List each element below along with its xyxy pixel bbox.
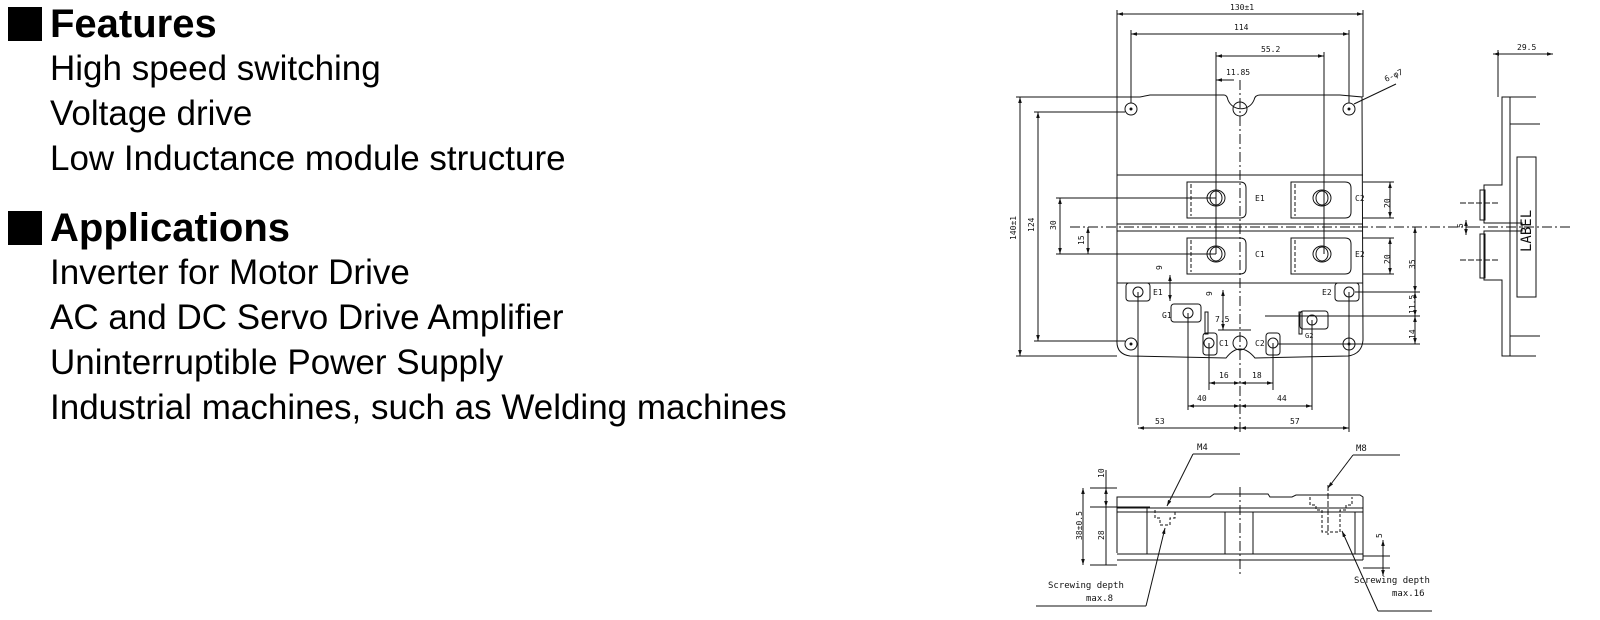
terminal-label: C1 xyxy=(1219,339,1229,348)
side-view: LABEL 29.5 5 xyxy=(1456,43,1570,357)
dim-label: 38±0.5 xyxy=(1075,511,1084,540)
dim-label: 20 xyxy=(1383,198,1392,208)
terminal-side xyxy=(1479,233,1486,279)
top-view: E1 C2 C1 E2 E1 G1 C1 C2 E2 G2 130±1 114 … xyxy=(1009,3,1470,432)
terminal-label: E2 xyxy=(1355,250,1365,259)
feature-item: High speed switching xyxy=(50,49,381,88)
dim-label: 5 xyxy=(1375,533,1384,538)
aux-terminal-g2 xyxy=(1299,310,1329,330)
dim-label: 16 xyxy=(1219,371,1229,380)
applications-heading: Applications xyxy=(8,206,787,250)
terminal-label: E2 xyxy=(1322,288,1332,297)
dim-label: 18 xyxy=(1252,371,1262,380)
m8-thread xyxy=(1309,497,1353,533)
dim-label: 30 xyxy=(1049,220,1058,230)
dim-label: 5 xyxy=(1456,223,1465,228)
dim-label: 11.85 xyxy=(1226,68,1250,77)
square-bullet-icon xyxy=(8,7,42,41)
terminal-label: G1 xyxy=(1162,311,1172,320)
screw-depth-note: Screwing depth xyxy=(1354,576,1430,586)
dim-label: 35 xyxy=(1408,259,1417,269)
features-section: Features High speed switching Voltage dr… xyxy=(8,2,566,181)
hole-callout: 6-φ7 xyxy=(1383,67,1404,83)
dim-label: 44 xyxy=(1277,394,1287,403)
front-view: 38±0.5 10 28 5 M4 M8 Screwing depth max.… xyxy=(1036,443,1432,612)
dim-label: 114 xyxy=(1234,23,1249,32)
dim-label: 29.5 xyxy=(1517,43,1536,52)
aux-terminal-c1 xyxy=(1202,332,1218,356)
aux-terminal-g1 xyxy=(1170,303,1202,323)
main-terminal-e2 xyxy=(1290,237,1352,275)
dim-label: 55.2 xyxy=(1261,45,1280,54)
main-terminal-c2 xyxy=(1290,181,1352,219)
feature-item: Low Inductance module structure xyxy=(50,139,566,178)
dim-label: 20 xyxy=(1383,254,1392,264)
dim-label: 7.5 xyxy=(1215,315,1230,324)
m4-thread xyxy=(1154,510,1176,526)
dim-label: 40 xyxy=(1197,394,1207,403)
slot-mark xyxy=(1204,311,1209,335)
application-item: Industrial machines, such as Welding mac… xyxy=(50,388,787,427)
feature-item: Voltage drive xyxy=(50,94,253,133)
screw-depth-note: Screwing depth xyxy=(1048,581,1124,591)
terminal-label: C2 xyxy=(1255,339,1265,348)
mounting-hole xyxy=(1124,337,1138,351)
dim-label: 140±1 xyxy=(1009,216,1018,240)
screw-depth-note: max.16 xyxy=(1392,589,1425,599)
callout-m4: M4 xyxy=(1197,443,1208,453)
applications-section: Applications Inverter for Motor Drive AC… xyxy=(8,206,787,430)
dim-label: 14 xyxy=(1408,329,1417,339)
application-item: AC and DC Servo Drive Amplifier xyxy=(50,298,564,337)
features-heading: Features xyxy=(8,2,566,46)
module-outline xyxy=(1116,94,1364,359)
mounting-hole xyxy=(1342,102,1356,116)
dim-label: 124 xyxy=(1027,217,1036,232)
application-item: Inverter for Motor Drive xyxy=(50,253,410,292)
label-text: LABEL xyxy=(1519,210,1535,252)
mounting-hole xyxy=(1232,335,1248,351)
dim-label: 10 xyxy=(1097,468,1106,478)
terminal-label: E1 xyxy=(1255,194,1265,203)
mounting-hole xyxy=(1124,102,1138,116)
terminal-label: G2 xyxy=(1305,332,1313,340)
terminal-label: C1 xyxy=(1255,250,1265,259)
front-outline xyxy=(1116,493,1364,560)
screw-depth-note: max.8 xyxy=(1086,594,1113,604)
callout-m8: M8 xyxy=(1356,444,1367,454)
dim-label: 9 xyxy=(1155,265,1164,270)
application-item: Uninterruptible Power Supply xyxy=(50,343,504,382)
side-outline xyxy=(1483,96,1536,357)
dim-label: 57 xyxy=(1290,417,1300,426)
mounting-hole xyxy=(1232,101,1248,117)
label-area xyxy=(1516,156,1537,298)
dim-label: 53 xyxy=(1155,417,1165,426)
terminal-side xyxy=(1479,189,1486,221)
dim-label: 130±1 xyxy=(1230,3,1254,12)
features-title: Features xyxy=(50,2,217,46)
square-bullet-icon xyxy=(8,211,42,245)
terminal-label: E1 xyxy=(1153,288,1163,297)
applications-title: Applications xyxy=(50,206,291,250)
dim-label: 9 xyxy=(1205,291,1214,296)
slot-mark xyxy=(1298,311,1303,335)
dim-label: 28 xyxy=(1097,530,1106,540)
terminal-label: C2 xyxy=(1355,194,1365,203)
dim-label: 11.5 xyxy=(1408,295,1417,314)
dim-label: 15 xyxy=(1077,235,1086,245)
